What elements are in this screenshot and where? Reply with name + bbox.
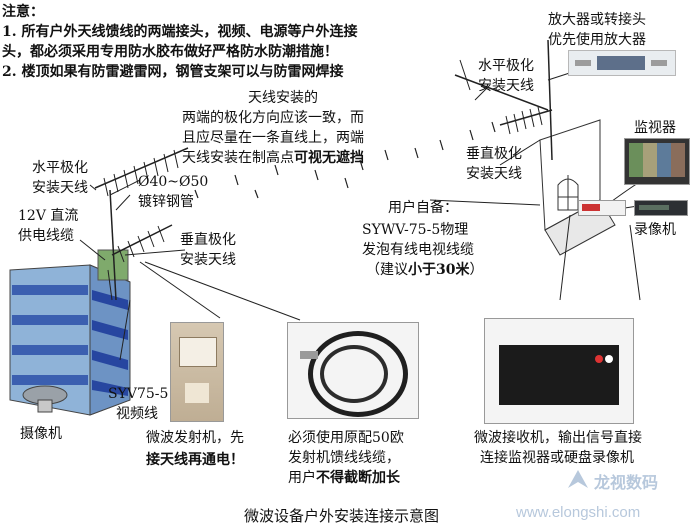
distribution-box-photo: [578, 200, 626, 216]
user-cable-label-3: 发泡有线电视线缆: [362, 242, 474, 258]
amplifier-label-2: 优先使用放大器: [548, 32, 646, 48]
transmitter-label-1: 微波发射机，先: [146, 430, 244, 446]
notes-line-1: 1. 所有户外天线馈线的两端接头，视频、电源等户外连接: [2, 24, 358, 40]
user-cable-label-4a: （建议: [366, 262, 408, 278]
left-antennas: [94, 147, 189, 301]
power-label-2: 供电线缆: [18, 228, 74, 244]
amplifier-label-1: 放大器或转接头: [548, 12, 646, 28]
receiver-label-2: 连接监视器或硬盘录像机: [480, 450, 634, 466]
transmitter-label-2: 接天线再通电！: [146, 452, 244, 468]
install-note-2: 两端的极化方向应该一致，而: [182, 110, 364, 126]
camera-label: 摄像机: [20, 426, 62, 442]
hpol-right-label-1: 水平极化: [478, 58, 534, 74]
recorder-label: 录像机: [634, 222, 676, 238]
monitor-label: 监视器: [634, 120, 676, 136]
camera-illustration: [22, 385, 68, 413]
vpol-left-label-1: 垂直极化: [180, 232, 236, 248]
receiver-label-1: 微波接收机，输出信号直接: [474, 430, 642, 446]
recorder-photo: [634, 200, 688, 216]
feeder-label-2: 发射机馈线线缆，: [288, 450, 400, 466]
receiver-photo: [484, 318, 634, 424]
user-cable-label-1: 用户自备：: [388, 200, 458, 216]
notes-title: 注意：: [2, 4, 44, 20]
feeder-label-3: 用户不得截断加长: [288, 468, 400, 488]
watermark-logo: 龙视数码: [566, 468, 686, 492]
notes-line-2: 头，都必须采用专用防水胶布做好严格防水防潮措施！: [2, 44, 338, 60]
install-note-4b: 可视无遮挡: [294, 150, 364, 166]
feeder-label-1: 必须使用原配50欧: [288, 430, 404, 446]
watermark-brand: 龙视数码: [594, 475, 659, 492]
monitor-photo: [624, 138, 690, 185]
brand-logo-icon: [568, 470, 588, 488]
user-cable-label-4b: 小于30米: [408, 262, 470, 278]
power-label-1: 12V 直流: [18, 208, 79, 224]
pipe-label-1: Ø40~Ø50: [138, 174, 209, 190]
feeder-label-3b: 不得截断加长: [316, 470, 400, 486]
user-cable-label-4c: ）: [469, 262, 484, 278]
feeder-cable-photo: [287, 322, 419, 419]
install-note-3: 且应尽量在一条直线上，两端: [182, 130, 364, 146]
video-cable-label-1: SYV75-5: [108, 386, 169, 402]
hpol-left-label-2: 安装天线: [32, 180, 88, 196]
notes-line-3: 2. 楼顶如果有防雷避雷网，钢管支架可以与防雷网焊接: [2, 64, 344, 80]
amplifier-photo: [568, 50, 676, 76]
vpol-left-label-2: 安装天线: [180, 252, 236, 268]
watermark-url: www.elongshi.com: [516, 504, 641, 521]
pipe-label-2: 镀锌钢管: [138, 194, 194, 210]
vpol-right-label-2: 安装天线: [466, 166, 522, 182]
user-cable-label-4: （建议小于30米）: [366, 260, 483, 280]
diagram-caption: 微波设备户外安装连接示意图: [244, 507, 440, 525]
link-dashes: [194, 121, 496, 199]
hpol-right-label-2: 安装天线: [478, 78, 534, 94]
building-illustration: [9, 249, 131, 416]
transmitter-photo: [170, 322, 224, 422]
hpol-left-label-1: 水平极化: [32, 160, 88, 176]
install-note-4a: 天线安装在制高点: [182, 150, 294, 166]
vpol-right-label-1: 垂直极化: [466, 146, 522, 162]
video-cable-label-2: 视频线: [116, 406, 158, 422]
feeder-label-3a: 用户: [288, 470, 316, 486]
notes-block: 注意： 1. 所有户外天线馈线的两端接头，视频、电源等户外连接 头，都必须采用专…: [2, 2, 412, 82]
install-note-1: 天线安装的: [248, 90, 318, 106]
install-note-4: 天线安装在制高点可视无遮挡: [182, 148, 364, 168]
user-cable-label-2: SYWV-75-5物理: [362, 222, 469, 238]
